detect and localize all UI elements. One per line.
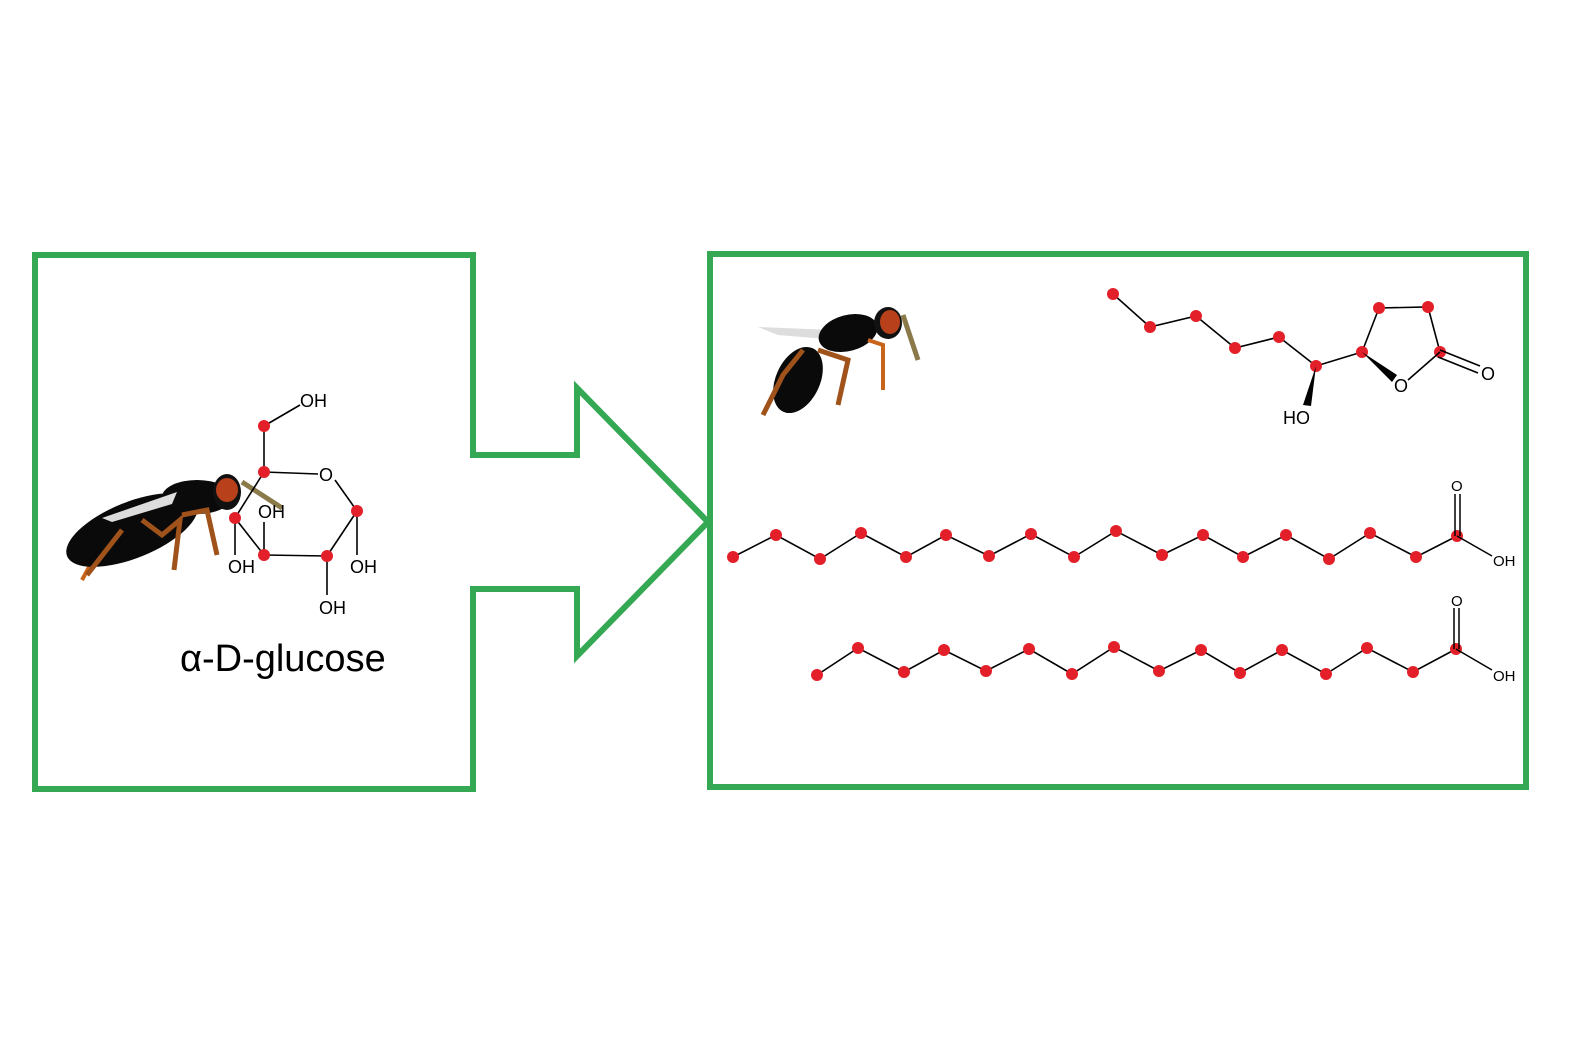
label-oh: OH xyxy=(1493,553,1516,570)
label-ring-o: O xyxy=(1394,376,1408,396)
carbon-atom xyxy=(1066,668,1078,680)
carbon-atom xyxy=(1276,644,1288,656)
lactone-ring-bonds xyxy=(1361,306,1441,353)
carbon-atom xyxy=(1410,551,1422,563)
carbon-atom xyxy=(900,551,912,563)
carbon-atom xyxy=(1422,301,1434,313)
carbon-atom xyxy=(1373,302,1385,314)
carbon-atom xyxy=(351,505,363,517)
carbon-atom xyxy=(1361,642,1373,654)
carbon-atom xyxy=(258,466,270,478)
carbon-atom xyxy=(1195,644,1207,656)
carbon-atom xyxy=(938,644,950,656)
carbon-atom xyxy=(811,669,823,681)
input-arrow-frame xyxy=(32,252,713,792)
carbon-atom xyxy=(1156,549,1168,561)
label-carbonyl-o: O xyxy=(1481,364,1495,384)
bond xyxy=(1439,349,1481,367)
label-oh: OH xyxy=(228,557,255,577)
glucose-structure xyxy=(234,404,358,595)
bond xyxy=(1407,351,1441,381)
label-oh: OH xyxy=(1493,668,1516,685)
carbon-atom xyxy=(1190,310,1202,322)
carbon-chain-bonds xyxy=(816,646,1457,676)
carbon-atom xyxy=(852,642,864,654)
carbon-atom xyxy=(1323,553,1335,565)
wedge-bond xyxy=(1303,366,1316,406)
carbon-atom xyxy=(1234,667,1246,679)
label-carbonyl-o: O xyxy=(1451,593,1463,610)
label-oh: OH xyxy=(350,557,377,577)
wasp-icon xyxy=(758,307,921,417)
label-carbonyl-o: O xyxy=(1451,478,1463,495)
label-oh: OH xyxy=(319,598,346,618)
label-ho: HO xyxy=(1283,408,1310,428)
carbon-atom xyxy=(1197,529,1209,541)
glucose-caption: α-D-glucose xyxy=(180,638,386,680)
wedge-bond xyxy=(1362,352,1397,382)
carbon-atom xyxy=(1229,342,1241,354)
carbon-atom xyxy=(1144,321,1156,333)
carbon-atom xyxy=(1107,288,1119,300)
carbon-atom xyxy=(1320,668,1332,680)
carbon-atom xyxy=(814,553,826,565)
carbon-atom xyxy=(1023,643,1035,655)
carbon-atom xyxy=(980,665,992,677)
carbon-atom xyxy=(1025,528,1037,540)
label-ring-o: O xyxy=(319,465,333,485)
carbon-atom xyxy=(898,666,910,678)
carbon-atom xyxy=(1273,331,1285,343)
carbon-atom xyxy=(855,527,867,539)
label-oh: OH xyxy=(300,391,327,411)
carbon-atom xyxy=(1153,665,1165,677)
carbon-atom xyxy=(1068,551,1080,563)
carbon-atom xyxy=(258,549,270,561)
carbon-atom xyxy=(727,551,739,563)
label-oh: OH xyxy=(258,502,285,522)
carbon-atom xyxy=(321,550,333,562)
carbon-atom xyxy=(258,420,270,432)
carbon-atom xyxy=(1280,529,1292,541)
bond xyxy=(1437,356,1479,374)
carbon-atom xyxy=(940,529,952,541)
carbon-atom xyxy=(1407,666,1419,678)
carbon-atom xyxy=(983,550,995,562)
carbon-atom xyxy=(1110,525,1122,537)
carbon-atom xyxy=(229,512,241,524)
carbon-chain-bonds xyxy=(732,530,1458,560)
carbon-atom xyxy=(1237,551,1249,563)
carbon-atom xyxy=(1108,641,1120,653)
output-frame xyxy=(707,251,1529,790)
carbon-atom xyxy=(1364,527,1376,539)
wasp-icon xyxy=(66,474,284,581)
carbon-atom xyxy=(770,529,782,541)
